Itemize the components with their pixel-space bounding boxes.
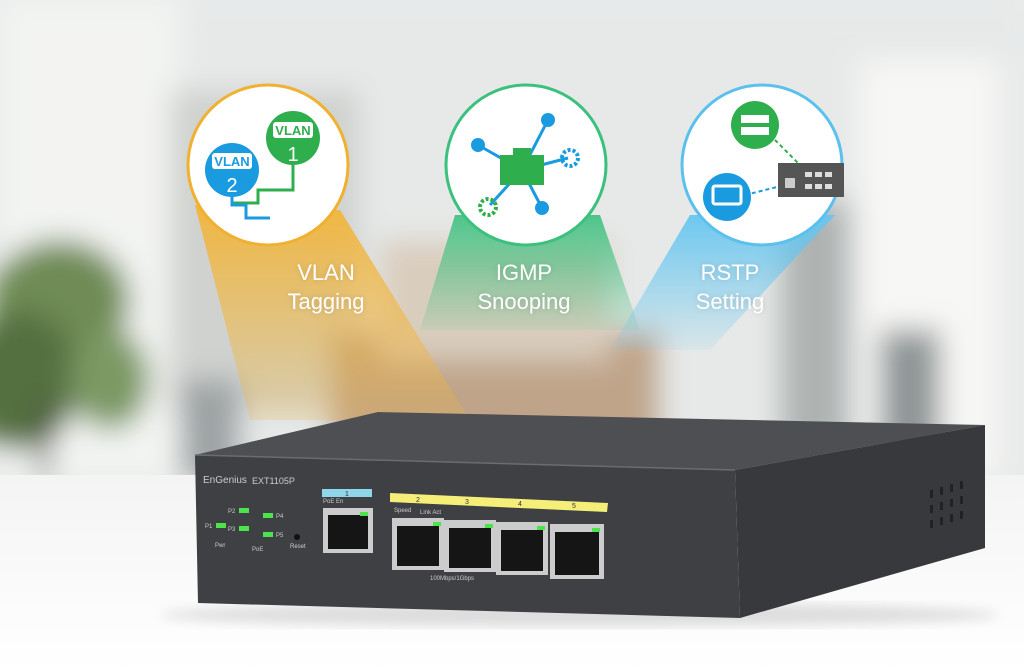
- svg-text:100Mbps/1Gbps: 100Mbps/1Gbps: [430, 576, 474, 582]
- ethernet-ports: [323, 508, 604, 579]
- svg-text:2: 2: [226, 175, 237, 197]
- svg-text:P4: P4: [276, 514, 284, 520]
- vlan-icon: VLAN 1 VLAN 2: [186, 83, 350, 247]
- network-switch-device: EnGenius EXT1105P P2 P4 P1 P3 P5 Pwr PoE…: [160, 412, 1000, 627]
- svg-text:4: 4: [518, 501, 522, 508]
- beam-vlan: [195, 205, 470, 420]
- svg-text:P2: P2: [228, 509, 236, 515]
- model-label: EXT1105P: [252, 476, 295, 486]
- feature-subtitle: Setting: [695, 289, 765, 314]
- svg-text:1: 1: [287, 144, 298, 166]
- svg-text:P3: P3: [228, 527, 236, 533]
- svg-text:Reset: Reset: [290, 544, 306, 550]
- feature-subtitle: Snooping: [477, 289, 571, 314]
- beam-rstp: [610, 215, 835, 350]
- beam-igmp: [420, 215, 640, 330]
- network-hub-icon: [444, 83, 608, 247]
- feature-title: VLAN: [297, 260, 355, 285]
- svg-text:Speed: Speed: [394, 508, 411, 514]
- feature-label-igmp: IGMP Snooping: [424, 258, 624, 316]
- feature-subtitle: Tagging: [287, 289, 365, 314]
- feature-label-vlan: VLAN Tagging: [226, 258, 426, 316]
- svg-text:5: 5: [572, 503, 576, 510]
- svg-text:3: 3: [465, 499, 469, 506]
- svg-text:1: 1: [345, 491, 349, 498]
- svg-text:VLAN: VLAN: [214, 154, 249, 169]
- feature-title: RSTP: [700, 260, 760, 285]
- svg-text:2: 2: [416, 497, 420, 504]
- svg-text:PoE: PoE: [252, 547, 263, 553]
- feature-title: IGMP: [495, 260, 553, 285]
- server-monitor-switch-icon: [680, 83, 844, 247]
- svg-text:PoE En: PoE En: [323, 499, 343, 505]
- brand-logo: EnGenius: [203, 475, 247, 486]
- svg-text:VLAN: VLAN: [275, 123, 310, 138]
- svg-text:Link Act: Link Act: [420, 510, 441, 516]
- feature-label-rstp: RSTP Setting: [630, 258, 830, 316]
- svg-text:P5: P5: [276, 533, 284, 539]
- svg-text:P1: P1: [205, 524, 213, 530]
- svg-text:Pwr: Pwr: [215, 543, 225, 549]
